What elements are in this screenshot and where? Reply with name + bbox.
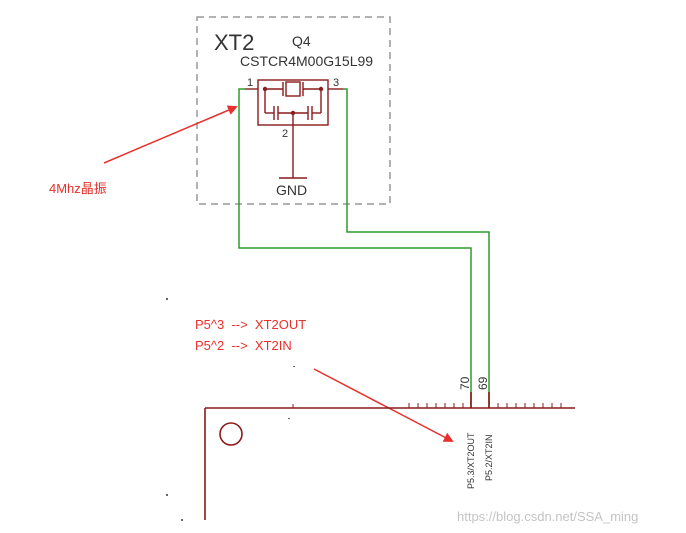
mcu-chip-outline	[204, 407, 575, 520]
mcu-pin1-marker	[219, 422, 243, 446]
block-title: XT2	[214, 30, 254, 55]
pin-70-name: P5.3/XT2OUT	[466, 432, 476, 489]
pin1-label: 1	[247, 77, 253, 89]
pin-mapping-line2: P5^2 --> XT2IN	[195, 338, 292, 353]
resonator-junction-dots	[262, 86, 324, 116]
pin-69-name: P5.2/XT2IN	[484, 434, 494, 481]
resonator-symbol	[245, 79, 343, 179]
crystal-wires	[238, 88, 490, 408]
pin-mapping-arrow	[313, 368, 454, 442]
crystal-annotation-arrow	[103, 105, 238, 164]
pin2-label: 2	[282, 128, 288, 140]
xt2-block-border	[196, 16, 391, 205]
pin-70-number: 70	[458, 376, 472, 390]
component-part-number: CSTCR4M00G15L99	[240, 53, 373, 69]
pin3-label: 3	[333, 77, 339, 89]
pin-mapping-line1: P5^3 --> XT2OUT	[195, 317, 306, 332]
mcu-pin-leads	[470, 392, 490, 408]
mcu-pin-ticks	[292, 403, 562, 408]
stray-dots	[166, 298, 295, 521]
watermark: https://blog.csdn.net/SSA_ming	[457, 509, 638, 524]
crystal-annotation: 4Mhz晶振	[49, 181, 107, 196]
component-ref: Q4	[292, 33, 311, 49]
gnd-label: GND	[276, 182, 307, 198]
pin-69-number: 69	[476, 376, 490, 390]
